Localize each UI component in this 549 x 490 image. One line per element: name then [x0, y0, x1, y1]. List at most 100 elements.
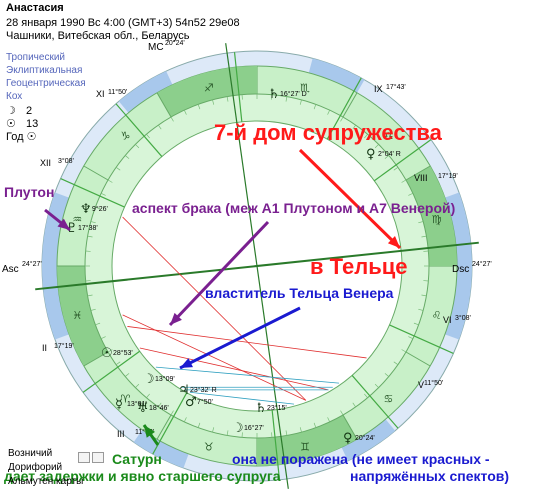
degree-tick	[183, 109, 187, 115]
planet-degree: 2°04' R	[378, 150, 401, 158]
degree-tick	[87, 294, 93, 297]
venus-ruler-arrow	[179, 306, 301, 370]
planet-glyph: ☉	[101, 346, 113, 361]
house-number: IX	[374, 84, 383, 94]
zodiac-divider	[83, 351, 109, 367]
zodiac-sign-icon: ♋	[384, 393, 394, 406]
seventh-house-arrow	[298, 148, 402, 250]
annotation-marriage-aspect: аспект брака (меж А1 Плутоном и А7 Венер…	[132, 200, 456, 216]
aspect-arrow	[168, 220, 270, 327]
planet-degree: 16°27'	[244, 424, 264, 432]
house-cusp-degree: 3°08'	[455, 314, 471, 322]
degree-tick	[87, 235, 93, 238]
seventh-house-arrow-head	[387, 236, 400, 248]
degree-tick	[401, 349, 407, 353]
zodiac-sign-icon: ♓	[72, 309, 82, 322]
degree-tick	[352, 124, 356, 130]
planet-marker: ♀20°24'	[343, 431, 375, 446]
house-cusp-label: III 11°50'	[117, 428, 154, 439]
degree-tick	[413, 322, 419, 326]
doryphory-checkbox[interactable]	[92, 452, 104, 463]
house-cusp-degree: 11°50'	[135, 428, 154, 436]
zodiac-wheel	[35, 43, 479, 489]
planet-degree: 23°15'	[267, 404, 287, 412]
planet-glyph: ♃	[178, 383, 190, 398]
zodiac-sign-icon: ♊	[300, 441, 310, 454]
degree-tick	[226, 430, 229, 436]
planet-degree: 16°27' D	[280, 90, 307, 98]
planet-marker: ♄23°15'	[255, 401, 287, 416]
degree-tick	[183, 417, 187, 423]
charioteer-label: Возничий	[8, 448, 53, 459]
charioteer-checkbox[interactable]	[78, 452, 90, 463]
house-cusp-degree: 11°50'	[424, 379, 443, 387]
degree-tick	[285, 96, 288, 102]
planet-marker: ☉28°53'	[101, 346, 133, 361]
outer-ring-band	[41, 192, 70, 340]
degree-tick	[90, 221, 96, 224]
system-coordinates: Эклиптикальная	[6, 65, 83, 76]
degree-tick	[421, 235, 427, 238]
degree-tick	[197, 104, 201, 110]
chart-almuten-label: Альмутен карты	[8, 476, 84, 487]
planet-marker: ♀2°04' R	[366, 147, 401, 162]
zodiac-sign-band	[57, 266, 109, 366]
sun-day-value: 13	[26, 118, 39, 130]
chart-owner-name: Анастасия	[6, 2, 64, 14]
aspect-line	[122, 216, 307, 401]
planet-glyph: ☽	[232, 421, 244, 436]
planet-glyph: ☽	[143, 372, 155, 387]
aspect-line	[189, 391, 295, 405]
degree-tick	[226, 96, 229, 102]
annotation-venus-unafflicted: она не поражена (не имеет красных -	[232, 451, 490, 467]
zodiac-divider	[342, 414, 358, 440]
degree-tick	[340, 116, 344, 122]
outer-ring-band	[133, 429, 189, 469]
planet-marker: ♄16°27' D	[268, 87, 307, 102]
house-cusp-degree: 11°50'	[108, 88, 127, 96]
planet-degree: 20°24'	[355, 434, 375, 442]
degree-tick	[393, 361, 399, 365]
house-number: VIII	[414, 173, 428, 183]
sun-icon: ☉	[6, 118, 16, 130]
degree-tick	[100, 192, 106, 196]
zodiac-divider	[342, 92, 358, 118]
planet-degree: 28°53'	[113, 349, 133, 357]
house-number: V	[418, 380, 424, 390]
birth-data: 28 января 1990 Вс 4:00 (GMT+3) 54n52 29e…	[6, 17, 240, 29]
degree-tick	[408, 336, 414, 340]
degree-tick	[374, 144, 379, 149]
planet-marker: ☽16°27'	[232, 421, 264, 436]
degree-tick	[197, 422, 201, 428]
planet-marker: ♅18°46'	[137, 401, 169, 416]
planet-degree: 9°26'	[92, 205, 108, 213]
planet-glyph: ♀	[366, 147, 376, 162]
house-cusp-line	[233, 52, 243, 122]
degree-tick	[125, 155, 130, 159]
midheaven-degree: 20°24'	[165, 39, 185, 47]
zodiac-sign-icon: ♈	[120, 393, 130, 406]
house-number: XII	[40, 158, 51, 168]
degree-tick	[100, 336, 106, 340]
degree-tick	[327, 109, 331, 115]
degree-tick	[413, 206, 419, 210]
planet-degree: 7°50'	[197, 398, 213, 406]
birth-place: Чашники, Витебская обл., Беларусь	[6, 30, 190, 42]
degree-tick	[170, 116, 174, 122]
degree-tick	[285, 430, 288, 436]
aspect-lines	[122, 216, 367, 405]
annotation-in-taurus: в Тельце	[310, 254, 408, 279]
annotation-venus-unafflicted-cont: напряжённых спектов)	[350, 468, 510, 484]
degree-tick	[135, 144, 140, 149]
degree-tick	[299, 99, 302, 105]
descendant-label: Dsc	[452, 264, 469, 275]
degree-tick	[401, 179, 407, 183]
house-number: III	[117, 429, 125, 439]
degree-tick	[158, 402, 162, 408]
annotation-saturn-description: дает задержки и явно старшего супруга	[4, 468, 281, 484]
zodiac-sign-icon: ♏	[300, 81, 310, 94]
planet-glyph: ♄	[255, 401, 267, 416]
degree-tick	[95, 206, 101, 210]
